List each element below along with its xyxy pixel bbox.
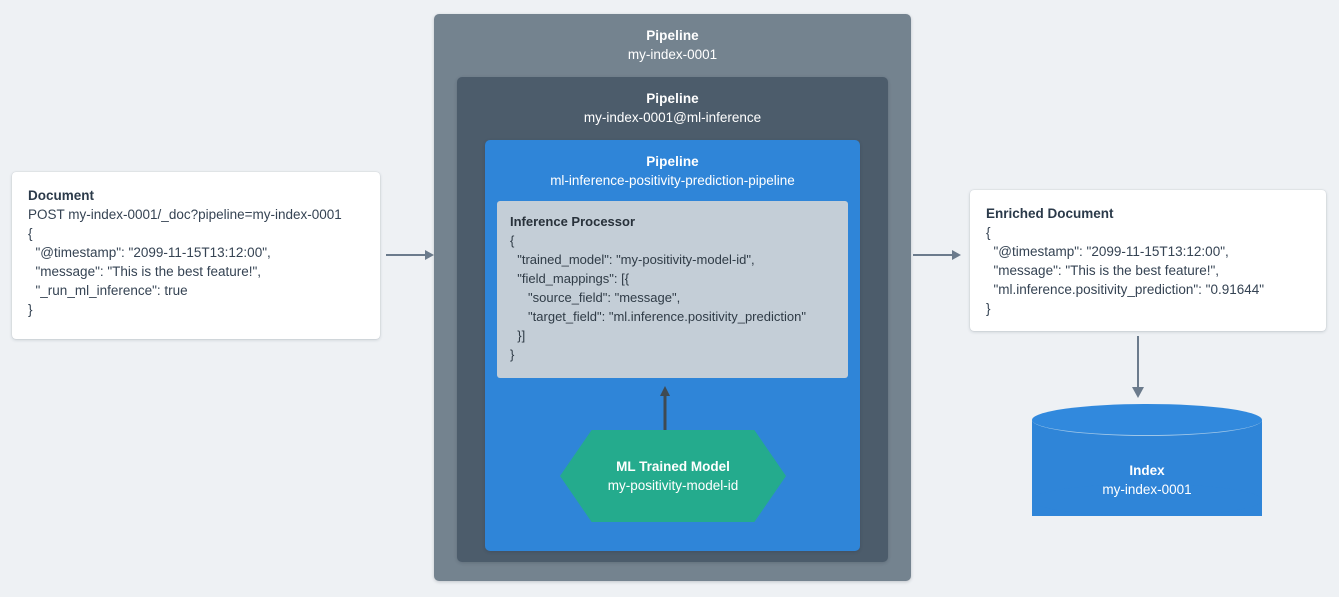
- inference-processor-line-4: "target_field": "ml.inference.positivity…: [510, 309, 806, 324]
- document-title: Document: [28, 188, 95, 203]
- pipeline-middle-kind: Pipeline: [646, 91, 699, 106]
- arrow-document-to-pipeline-icon: [386, 248, 434, 267]
- index-name: my-index-0001: [1102, 482, 1192, 497]
- cylinder-bottom-ellipse: [1032, 484, 1262, 516]
- document-card: Document POST my-index-0001/_doc?pipelin…: [12, 172, 380, 339]
- inference-processor-line-5: }]: [510, 328, 526, 343]
- document-line-4: "_run_ml_inference": true: [28, 283, 188, 298]
- index-cylinder-node: Index my-index-0001: [1032, 404, 1262, 532]
- pipeline-inner-name: ml-inference-positivity-prediction-pipel…: [550, 173, 795, 188]
- inference-processor-line-2: "field_mappings": [{: [510, 271, 630, 286]
- arrow-pipeline-to-enriched-document-icon: [913, 248, 961, 267]
- inference-processor-line-3: "source_field": "message",: [510, 290, 681, 305]
- inference-processor-line-6: }: [510, 347, 515, 362]
- enriched-document-title: Enriched Document: [986, 206, 1114, 221]
- enriched-document-line-2: "message": "This is the best feature!",: [986, 263, 1220, 278]
- enriched-document-line-4: }: [986, 301, 991, 316]
- arrow-enriched-document-to-index-icon: [1131, 336, 1145, 403]
- ml-trained-model-kind: ML Trained Model: [616, 458, 730, 474]
- pipeline-outer-kind: Pipeline: [646, 28, 699, 43]
- ml-trained-model-node: ML Trained Model my-positivity-model-id: [560, 430, 786, 522]
- document-line-5: }: [28, 302, 33, 317]
- enriched-document-card: Enriched Document { "@timestamp": "2099-…: [970, 190, 1326, 331]
- document-line-3: "message": "This is the best feature!",: [28, 264, 262, 279]
- pipeline-inner-kind: Pipeline: [646, 154, 699, 169]
- inference-processor-title: Inference Processor: [510, 214, 636, 229]
- document-line-1: {: [28, 226, 33, 241]
- pipeline-outer-name: my-index-0001: [627, 47, 718, 62]
- ml-trained-model-name: my-positivity-model-id: [607, 477, 739, 493]
- enriched-document-line-1: "@timestamp": "2099-11-15T13:12:00",: [986, 244, 1229, 259]
- pipeline-middle: Pipeline my-index-0001@ml-inference Pipe…: [457, 77, 888, 562]
- pipeline-middle-header: Pipeline my-index-0001@ml-inference: [457, 77, 888, 127]
- index-kind: Index: [1129, 463, 1165, 478]
- index-label: Index my-index-0001: [1032, 462, 1262, 499]
- pipeline-inner: Pipeline ml-inference-positivity-predict…: [485, 140, 860, 551]
- pipeline-inner-header: Pipeline ml-inference-positivity-predict…: [485, 140, 860, 190]
- inference-processor-card: Inference Processor { "trained_model": "…: [497, 201, 848, 378]
- inference-processor-line-1: "trained_model": "my-positivity-model-id…: [510, 252, 755, 267]
- enriched-document-line-0: {: [986, 225, 991, 240]
- pipeline-outer-header: Pipeline my-index-0001: [434, 14, 911, 64]
- arrow-ml-model-to-inference-processor-icon: [658, 386, 672, 437]
- inference-processor-line-0: {: [510, 233, 515, 248]
- pipeline-outer: Pipeline my-index-0001 Pipeline my-index…: [434, 14, 911, 581]
- document-line-2: "@timestamp": "2099-11-15T13:12:00",: [28, 245, 271, 260]
- document-line-0: POST my-index-0001/_doc?pipeline=my-inde…: [28, 207, 342, 222]
- enriched-document-line-3: "ml.inference.positivity_prediction": "0…: [986, 282, 1265, 297]
- pipeline-middle-name: my-index-0001@ml-inference: [583, 110, 762, 125]
- cylinder-top-ellipse: [1032, 404, 1262, 436]
